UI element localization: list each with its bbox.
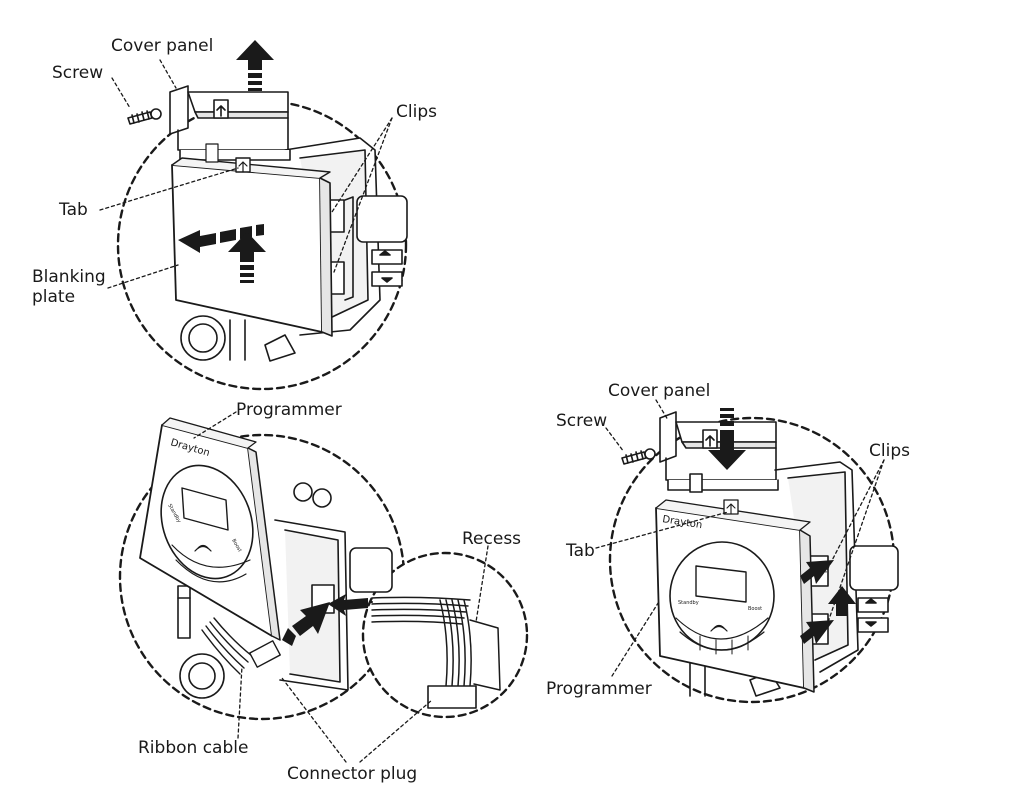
leader-lines bbox=[595, 399, 885, 677]
arrows bbox=[282, 594, 368, 646]
label-tab-3: Tab bbox=[566, 541, 595, 561]
label-blanking-plate: Blanking plate bbox=[32, 267, 106, 307]
cover-panel bbox=[169, 85, 291, 161]
label-clips-3: Clips bbox=[869, 441, 910, 461]
label-programmer-3: Programmer bbox=[546, 679, 652, 699]
arrows bbox=[708, 408, 856, 644]
label-cover-panel-1: Cover panel bbox=[111, 36, 214, 56]
label-screw-3: Screw bbox=[556, 411, 608, 431]
label-ribbon-cable: Ribbon cable bbox=[138, 738, 249, 758]
screw bbox=[127, 108, 162, 125]
label-cover-panel-3: Cover panel bbox=[608, 381, 711, 401]
down-arrow bbox=[708, 430, 746, 470]
clip-arrow-1 bbox=[800, 560, 834, 584]
label-screw-1: Screw bbox=[52, 63, 104, 83]
leader-lines bbox=[99, 59, 393, 289]
clip-arrow-2 bbox=[800, 620, 834, 644]
label-connector-plug: Connector plug bbox=[287, 764, 418, 784]
left-arrow bbox=[178, 230, 216, 253]
up-arrow-2 bbox=[228, 232, 266, 262]
up-arrow bbox=[236, 40, 274, 70]
panel-connect-programmer: Drayton Standby Boost bbox=[118, 411, 529, 763]
clip-arrow-3 bbox=[828, 586, 856, 616]
programmer-unit: Drayton Standby Boost bbox=[139, 417, 281, 641]
leader-lines bbox=[193, 411, 489, 763]
label-programmer-2: Programmer bbox=[236, 400, 342, 420]
label-tab-1: Tab bbox=[59, 200, 88, 220]
inset-detail bbox=[371, 596, 501, 709]
programmer-small-right: Boost bbox=[748, 606, 762, 612]
label-recess: Recess bbox=[462, 529, 522, 549]
programmer-small-left: Standby bbox=[678, 600, 699, 606]
ribbon-cable bbox=[201, 617, 281, 675]
screw bbox=[621, 448, 656, 465]
panel-fit-programmer: Drayton Standby Boost bbox=[595, 399, 899, 704]
programmer-unit: Drayton Standby Boost bbox=[655, 499, 815, 693]
inset-arrow bbox=[328, 594, 368, 616]
panel-remove-blanking-plate bbox=[99, 40, 408, 391]
arrows bbox=[178, 40, 274, 283]
housing bbox=[177, 482, 393, 699]
label-clips-1: Clips bbox=[396, 102, 437, 122]
plug-arrow bbox=[292, 602, 330, 636]
